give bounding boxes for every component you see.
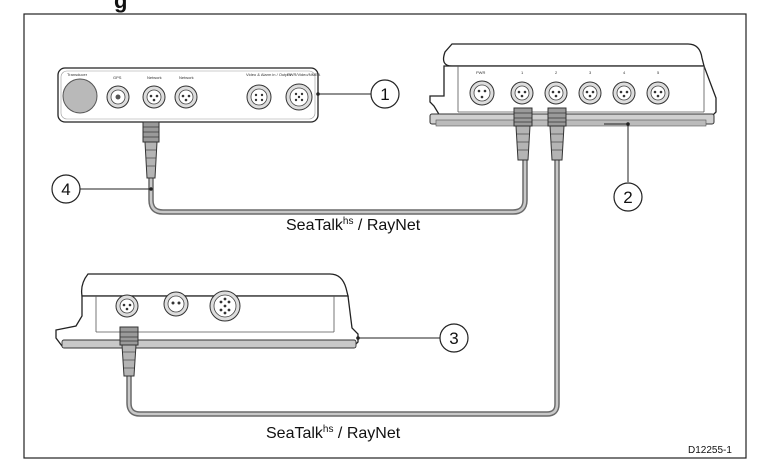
gps-port xyxy=(106,85,130,109)
device-bottom-module xyxy=(55,273,359,349)
switch-port-label-4: 4 xyxy=(623,70,626,75)
switch-port-label-5: 5 xyxy=(657,70,660,75)
cable-label-top-sup: hs xyxy=(342,216,354,227)
port-label-transducer: Transducer xyxy=(67,72,88,77)
port-label-gps: GPS xyxy=(113,75,122,80)
port-label-pwr-video-nmea: PWR/Video/NMEA xyxy=(287,72,321,77)
device-sounder-module: Transducer GPS Network Network xyxy=(57,67,321,123)
switch-port-label-pwr: PWR xyxy=(476,70,485,75)
switch-pwr-port xyxy=(469,80,495,106)
title-fragment: g xyxy=(114,0,128,13)
device-network-switch xyxy=(429,43,717,127)
switch-port-5 xyxy=(646,81,670,105)
callout-3-number: 3 xyxy=(449,329,458,348)
callout-1: 1 xyxy=(316,79,400,109)
port-label-network-2: Network xyxy=(179,75,194,80)
video-alarm-port xyxy=(246,84,272,110)
pwr-video-nmea-port xyxy=(285,83,313,111)
connector-device1 xyxy=(142,121,160,179)
cable-label-bottom-suffix: / RayNet xyxy=(333,425,401,442)
part-code: D12255-1 xyxy=(688,445,732,456)
connector-device3 xyxy=(119,326,139,377)
network-port-1 xyxy=(142,85,166,109)
bottom-power-port xyxy=(163,291,189,317)
connector-switch-port1 xyxy=(513,107,533,161)
bottom-large-port xyxy=(209,290,241,322)
switch-port-3 xyxy=(578,81,602,105)
switch-port-label-3: 3 xyxy=(589,70,592,75)
bottom-network-port xyxy=(115,294,139,318)
cable-label-top: SeaTalkhs / RayNet xyxy=(286,216,420,235)
cable-network-top xyxy=(148,157,528,215)
cable-label-top-suffix: / RayNet xyxy=(353,217,421,234)
cable-label-top-main: SeaTalk xyxy=(286,217,343,234)
switch-port-2 xyxy=(544,81,568,105)
callout-2-number: 2 xyxy=(623,188,632,207)
callout-3: 3 xyxy=(356,323,469,353)
cable-label-bottom-main: SeaTalk xyxy=(266,425,323,442)
callout-2: 2 xyxy=(604,122,643,212)
switch-port-1 xyxy=(510,81,534,105)
callout-4-number: 4 xyxy=(61,180,70,199)
callout-4: 4 xyxy=(51,174,153,204)
callout-1-number: 1 xyxy=(380,85,389,104)
switch-port-label-1: 1 xyxy=(521,70,524,75)
port-label-network-1: Network xyxy=(147,75,162,80)
transducer-port-cap xyxy=(62,78,98,114)
switch-port-label-2: 2 xyxy=(555,70,558,75)
cable-label-bottom: SeaTalkhs / RayNet xyxy=(266,424,400,443)
network-port-2 xyxy=(174,85,198,109)
connector-switch-port2 xyxy=(547,107,567,161)
cable-label-bottom-sup: hs xyxy=(322,424,334,435)
cable-network-bottom xyxy=(126,157,560,417)
diagram-border xyxy=(23,13,747,459)
port-label-video-alarm: Video & Alarm in / Output xyxy=(246,72,292,77)
switch-port-4 xyxy=(612,81,636,105)
